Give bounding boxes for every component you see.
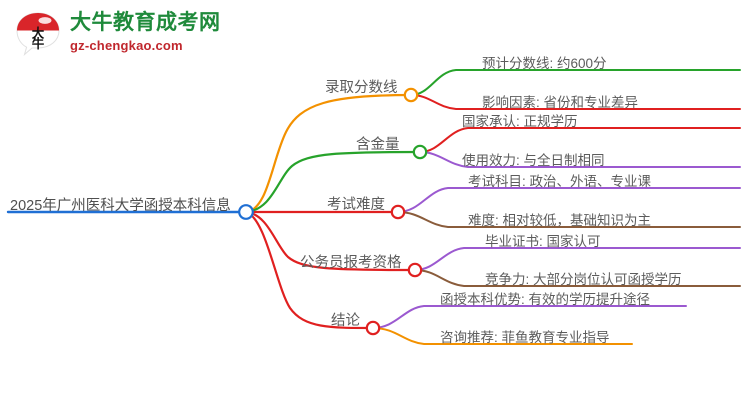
node-topic-4[interactable] <box>365 320 381 336</box>
leaf-label-1-0[interactable]: 国家承认: 正规学历 <box>462 114 578 129</box>
edge-topic-4-to-leaf-0 <box>372 305 687 329</box>
edge-root-to-topic-4 <box>244 210 375 330</box>
leaf-label-2-0[interactable]: 考试科目: 政治、外语、专业课 <box>468 174 652 189</box>
edge-topic-3-to-leaf-0 <box>414 247 741 271</box>
node-topic-3[interactable] <box>407 262 423 278</box>
topic-label-4[interactable]: 结论 <box>331 313 360 329</box>
topic-label-0[interactable]: 录取分数线 <box>325 80 398 96</box>
leaf-label-0-1[interactable]: 影响因素: 省份和专业差异 <box>482 95 639 110</box>
logo-subtitle: gz-chengkao.com <box>70 38 183 53</box>
logo-text-block: 大牛教育成考网 gz-chengkao.com <box>70 11 250 54</box>
topic-label-1[interactable]: 含金量 <box>356 137 400 153</box>
node-root[interactable] <box>238 204 254 220</box>
node-topic-0[interactable] <box>403 87 419 103</box>
svg-text:牛: 牛 <box>32 36 45 51</box>
topic-label-2[interactable]: 考试难度 <box>327 197 385 213</box>
root-label[interactable]: 2025年广州医科大学函授本科信息 <box>10 198 231 214</box>
leaf-label-4-0[interactable]: 函授本科优势: 有效的学历提升途径 <box>440 292 651 307</box>
edge-root-to-topic-1 <box>244 150 422 214</box>
topic-label-3[interactable]: 公务员报考资格 <box>300 255 402 271</box>
leaf-label-0-0[interactable]: 预计分数线: 约600分 <box>482 56 607 71</box>
leaf-label-4-1[interactable]: 咨询推荐: 菲鱼教育专业指导 <box>440 330 610 345</box>
svg-text:大: 大 <box>32 26 45 41</box>
site-logo[interactable]: 大 牛 大牛教育成考网 gz-chengkao.com <box>14 8 254 60</box>
leaf-label-2-1[interactable]: 难度: 相对较低，基础知识为主 <box>468 213 652 228</box>
logo-mark-icon: 大 牛 <box>14 10 62 56</box>
leaf-label-3-1[interactable]: 竞争力: 大部分岗位认可函授学历 <box>485 272 682 287</box>
edge-root-to-topic-0 <box>244 93 413 214</box>
leaf-label-1-1[interactable]: 使用效力: 与全日制相同 <box>462 153 605 168</box>
logo-title: 大牛教育成考网 <box>70 11 221 34</box>
leaf-label-3-0[interactable]: 毕业证书: 国家认可 <box>485 234 601 249</box>
node-topic-1[interactable] <box>412 144 428 160</box>
edge-root-to-topic-3 <box>244 210 417 272</box>
node-topic-2[interactable] <box>390 204 406 220</box>
